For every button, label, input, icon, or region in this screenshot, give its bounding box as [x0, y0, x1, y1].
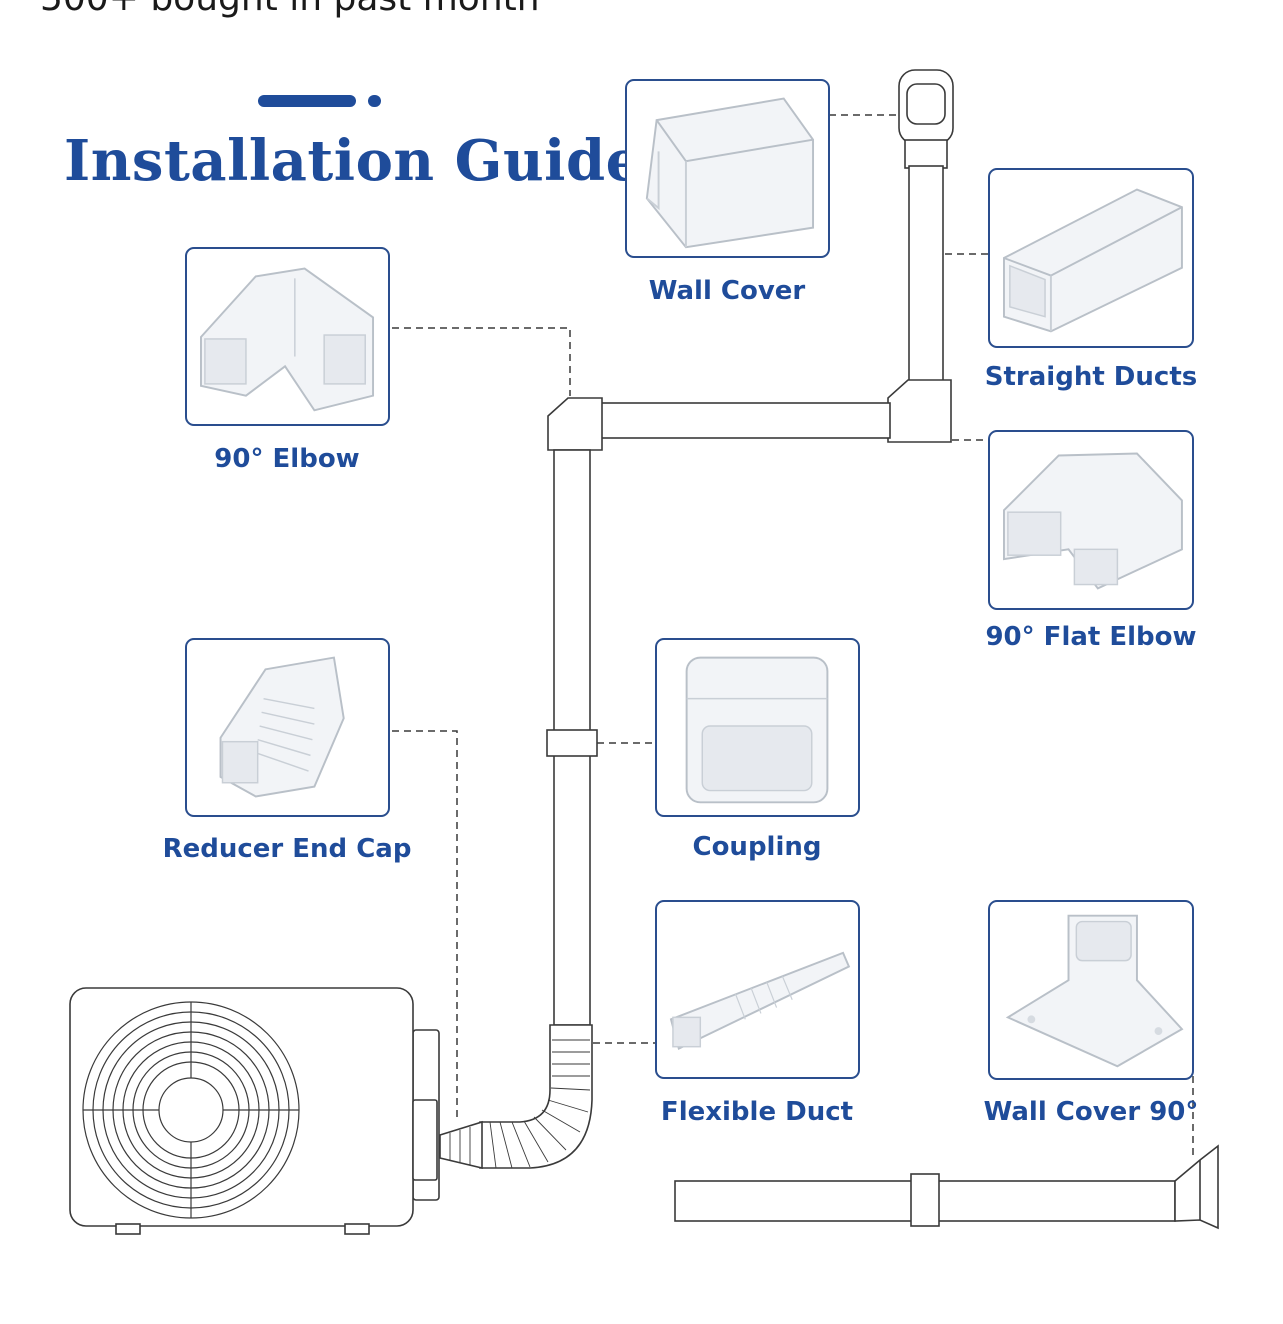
leader-elbow: [392, 327, 571, 396]
flexible-duct-icon: [669, 951, 851, 1051]
coupling-fitting: [546, 729, 598, 757]
straight-duct-icon: [1003, 188, 1183, 333]
card-reducer-end-cap: [185, 638, 390, 817]
wall-cover-icon: [645, 97, 815, 249]
title-accent-dot: [368, 95, 381, 107]
flat-elbow-icon: [1003, 452, 1183, 590]
wall-cover-90-icon: [1005, 914, 1184, 1068]
elbow-icon: [200, 267, 375, 412]
card-wall-cover-90: [988, 900, 1194, 1080]
page-title: Installation Guide: [64, 128, 642, 194]
flexible-duct-fitting: [479, 1024, 593, 1169]
label-straight-ducts: Straight Ducts: [984, 362, 1198, 392]
card-straight-ducts: [988, 168, 1194, 348]
right-elbow: [887, 379, 952, 443]
outdoor-ac-unit: [69, 987, 440, 1235]
fan-grille: [82, 1001, 300, 1219]
vertical-duct-right: [908, 165, 944, 383]
label-wall-cover: Wall Cover: [648, 276, 806, 306]
label-wall-cover-90: Wall Cover 90°: [983, 1097, 1199, 1127]
card-90-flat-elbow: [988, 430, 1194, 610]
horizontal-duct: [599, 402, 891, 439]
label-90-flat-elbow: 90° Flat Elbow: [985, 622, 1197, 652]
floor-duct-run: [674, 1144, 1219, 1230]
label-coupling: Coupling: [692, 832, 822, 862]
card-90-elbow: [185, 247, 390, 426]
label-reducer-end-cap: Reducer End Cap: [162, 834, 412, 864]
reducer-end-cap-icon: [219, 656, 345, 798]
card-coupling: [655, 638, 860, 817]
title-accent-bar: [258, 95, 356, 107]
card-wall-cover: [625, 79, 830, 258]
leader-reducer: [392, 730, 458, 1122]
card-flexible-duct: [655, 900, 860, 1079]
label-flexible-duct: Flexible Duct: [660, 1097, 854, 1127]
left-elbow: [547, 397, 603, 451]
label-90-elbow: 90° Elbow: [214, 444, 360, 474]
purchase-count-text: 500+ bought in past month: [40, 0, 540, 19]
coupling-icon: [685, 656, 829, 804]
reducer-end-cap-fitting: [439, 1120, 483, 1170]
